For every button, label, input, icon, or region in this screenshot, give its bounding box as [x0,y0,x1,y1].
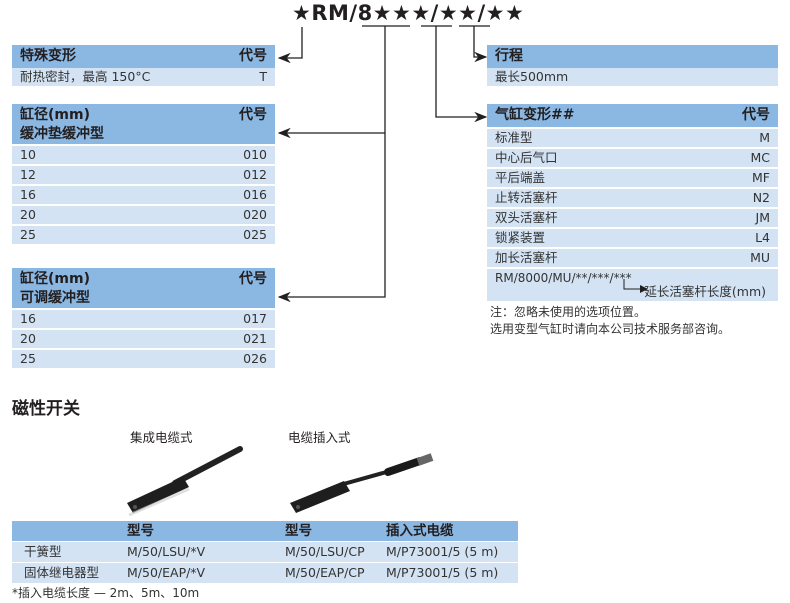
code-header: 代号 [239,271,267,287]
header-sublabel: 缓冲垫缓冲型 [20,126,104,142]
row-label: 最长500mm [495,69,569,84]
col-header: 型号 [127,523,154,539]
row-code: 016 [243,187,267,202]
table-row: 止转活塞杆 N2 [487,189,778,207]
caption-integrated: 集成电缆式 [130,430,193,445]
table-row: 20 020 [12,206,275,224]
header-label: 缸径(mm) [20,271,90,287]
header-label: 缸径(mm) [20,107,90,123]
table-row: 12 012 [12,166,275,184]
row-code: 017 [243,311,267,326]
cell: M/50/LSU/CP [285,544,365,559]
table-row: 20 021 [12,330,275,348]
cell: M/50/EAP/CP [285,565,365,580]
row-label: 平后端盖 [495,170,546,185]
row-label: 耐热密封，最高 150°C [20,69,151,84]
row-code: 026 [243,351,267,366]
plug-in-cable-switch-image [290,453,434,513]
header-label: 行程 [495,48,523,64]
row-code: MU [750,250,770,265]
row-code: 010 [243,147,267,162]
bore-cushion-table: 缸径(mm) 缓冲垫缓冲型 代号 10 010 12 012 16 016 20 020 25 025 [12,104,275,244]
row-label: 20 [20,207,36,222]
code-header: 代号 [239,48,267,64]
table-row: 干簧型 M/50/LSU/*V M/50/LSU/CP M/P73001/5 (5 m… [12,542,518,562]
row-label: 止转活塞杆 [495,190,558,205]
cylinder-variant-table: 气缸变形## 代号 标准型 M 中心后气口 MC 平后端盖 MF 止转活塞杆 N2 双头活塞杆 JM… [487,104,778,301]
connector-lines [277,25,490,303]
table-row: 16 016 [12,186,275,204]
row-label: 中心后气口 [495,150,558,165]
row-label: 20 [20,331,36,346]
table-row: 耐热密封，最高 150°C T [12,68,275,86]
row-code: N2 [752,190,770,205]
model-code-title: ★RM/8★★★/★★/★★ [292,1,525,25]
arrow-icon [623,279,648,293]
row-code: MC [750,150,770,165]
table-row: 25 025 [12,226,275,244]
header-label: 气缸变形## [495,107,575,123]
row-label: 25 [20,227,36,242]
header-label: 特殊变形 [20,48,76,64]
example-note: 延长活塞杆长度(mm) [644,284,766,299]
row-code: M [759,130,770,145]
table-row: 16 017 [12,310,275,328]
table-row: 中心后气口 MC [487,149,778,167]
row-code: JM [755,210,770,225]
stroke-table: 行程 最长500mm [487,45,778,86]
note-2: 选用变型气缸时请向本公司技术服务部咨询。 [490,322,731,336]
row-code: 021 [243,331,267,346]
note-1: 注：忽略未使用的选项位置。 [490,305,647,319]
example-code: RM/8000/MU/**/***/*** [495,271,632,285]
cell: 固体继电器型 [24,565,100,580]
table-header: 型号 型号 插入式电缆 [12,521,518,541]
col-header: 插入式电缆 [386,523,454,539]
row-label: 25 [20,351,36,366]
magnetic-switch-table: 型号 型号 插入式电缆 干簧型 M/50/LSU/*V M/50/LSU/CP M/P… [12,521,518,583]
row-code: 012 [243,167,267,182]
row-label: 标准型 [495,130,533,145]
row-label: 双头活塞杆 [495,210,558,225]
cell: 干簧型 [24,544,62,559]
table-row: 平后端盖 MF [487,169,778,187]
table-row: 双头活塞杆 JM [487,209,778,227]
header-sublabel: 可调缓冲型 [20,290,90,306]
footnote: *插入电缆长度 — 2m、5m、10m [12,586,200,600]
section-heading: 磁性开关 [12,399,80,419]
col-header [12,521,127,541]
row-label: 10 [20,147,36,162]
table-row: 锁紧装置 L4 [487,229,778,247]
code-header: 代号 [742,107,770,123]
cell: M/P73001/5 (5 m) [386,565,499,580]
cell: M/50/LSU/*V [127,544,206,559]
code-header: 代号 [239,107,267,123]
col-header: 型号 [285,523,312,539]
row-code: T [259,69,267,84]
integrated-cable-switch-image [127,446,243,517]
table-row: 固体继电器型 M/50/EAP/*V M/50/EAP/CP M/P73001/5 (… [12,563,518,583]
caption-plug-in: 电缆插入式 [288,430,351,445]
row-label: 锁紧装置 [495,230,546,245]
cell: M/50/EAP/*V [127,565,206,580]
row-code: 025 [243,227,267,242]
table-row: 加长活塞杆 MU [487,249,778,267]
row-code: L4 [755,230,770,245]
row-label: 16 [20,187,36,202]
table-row: 最长500mm [487,68,778,86]
row-label: 加长活塞杆 [495,250,558,265]
row-code: 020 [243,207,267,222]
cell: M/P73001/5 (5 m) [386,544,499,559]
special-variant-table: 特殊变形 代号 耐热密封，最高 150°C T [12,45,275,86]
example-row: RM/8000/MU/**/***/*** 延长活塞杆长度(mm) [487,269,778,301]
table-row: 标准型 M [487,129,778,147]
bore-adjustable-table: 缸径(mm) 可调缓冲型 代号 16 017 20 021 25 026 [12,268,275,368]
row-label: 16 [20,311,36,326]
row-code: MF [752,170,770,185]
table-row: 10 010 [12,146,275,164]
row-label: 12 [20,167,36,182]
table-row: 25 026 [12,350,275,368]
